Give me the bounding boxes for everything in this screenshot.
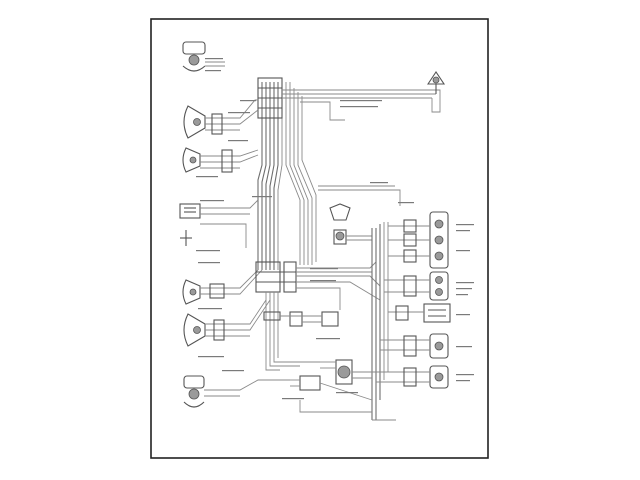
right-bus: [371, 222, 389, 420]
lamp-right-top: [388, 211, 449, 269]
component-top-left: [182, 41, 225, 72]
lamp-left-2: [182, 147, 259, 173]
lamp-right-bottom: [376, 365, 449, 389]
component-center-bottom: [290, 359, 376, 401]
top-run: [282, 89, 441, 121]
main-harness: [257, 82, 317, 270]
lamp-right-lower: [380, 333, 449, 359]
lamp-right-mid: [384, 271, 449, 301]
connector-mid: [318, 185, 401, 245]
lamp-left-1: [183, 99, 259, 139]
lamp-left-4: [183, 299, 271, 347]
lamp-left-3: [182, 269, 263, 305]
component-bottom-left: [183, 375, 290, 408]
module-right: [388, 303, 451, 323]
sensor-upper-right: [426, 71, 446, 94]
switch-left-middle: [179, 199, 259, 248]
label-marks: [196, 58, 474, 400]
bottom-run: [299, 400, 396, 421]
harness-lower: [263, 292, 339, 371]
